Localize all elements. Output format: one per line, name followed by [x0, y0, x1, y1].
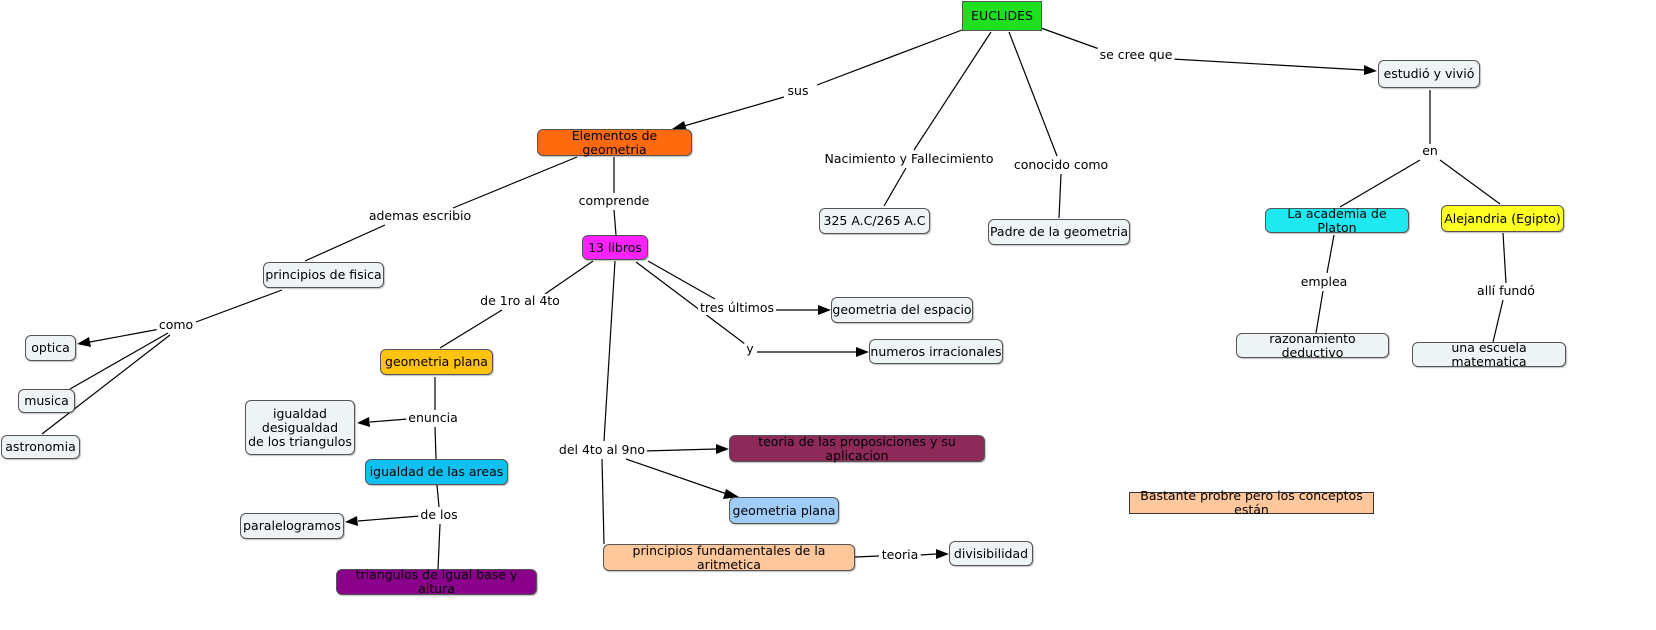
link-label-en: en [1420, 143, 1440, 158]
node-geometria-del-espacio[interactable]: geometria del espacio [831, 297, 973, 323]
link-line [1439, 159, 1501, 205]
arrowhead [345, 516, 358, 526]
link-label-se-cree-que: se cree que [1097, 47, 1175, 62]
link-line [357, 515, 421, 522]
link-label-conocido-como: conocido como [1011, 157, 1111, 172]
link-line [613, 209, 617, 236]
link-line [1326, 234, 1335, 274]
node-una-escuela-matematica[interactable]: una escuela matematica [1412, 340, 1566, 368]
node-la-academia-de-platon[interactable]: La academia de Platon [1265, 206, 1409, 234]
node-padre-de-la-geometria[interactable]: Padre de la geometria [988, 219, 1130, 245]
link-line [647, 260, 716, 300]
link-label-enuncia: enuncia [406, 410, 460, 425]
link-line [625, 458, 728, 495]
link-label-como: como [156, 317, 196, 332]
link-line [195, 289, 283, 323]
link-line [683, 96, 785, 127]
arrowhead [936, 549, 949, 559]
node-divisibilidad[interactable]: divisibilidad [949, 541, 1033, 566]
node-igualdad-de-las-areas[interactable]: igualdad de las areas [365, 459, 508, 485]
node-principios-aritmetica[interactable]: principios fundamentales de la aritmetic… [603, 543, 855, 571]
link-line [369, 418, 409, 423]
node-geometria-plana-1[interactable]: geometria plana [380, 349, 493, 375]
node-numeros-irracionales[interactable]: numeros irracionales [869, 339, 1003, 364]
link-line [635, 261, 746, 345]
link-label-y: y [744, 341, 756, 356]
link-line [1040, 27, 1103, 51]
node-13-libros[interactable]: 13 libros [582, 235, 648, 260]
link-line [919, 553, 937, 556]
arrowhead [357, 417, 370, 427]
link-line [643, 448, 717, 452]
link-line [69, 332, 169, 390]
link-label-ademas-escribio: ademas escribio [366, 208, 474, 223]
link-line [601, 458, 605, 545]
node-geometria-plana-2[interactable]: geometria plana [729, 497, 839, 524]
link-label-emplea: emplea [1298, 274, 1350, 289]
node-triangulos-igual-base[interactable]: triangulos de igual base y altura [336, 568, 537, 596]
arrowhead [77, 337, 91, 347]
link-label-de-1ro-al-4to: de 1ro al 4to [478, 293, 562, 308]
link-line [1008, 31, 1058, 157]
link-line [913, 31, 992, 151]
link-line [816, 29, 963, 86]
link-line [854, 555, 880, 558]
node-estudio-y-vivio[interactable]: estudió y vivió [1378, 60, 1480, 88]
arrowhead [672, 121, 687, 131]
link-label-de-los: de los [418, 507, 460, 522]
link-label-alli-fundo: allí fundó [1475, 283, 1537, 298]
link-line [89, 328, 161, 343]
node-fechas[interactable]: 325 A.C/265 A.C [819, 208, 930, 234]
link-line [436, 484, 440, 508]
node-optica[interactable]: optica [25, 335, 76, 361]
link-label-del-4to-al-9no: del 4to al 9no [556, 442, 648, 457]
node-elementos-de-geometria[interactable]: Elementos de geometria [537, 128, 692, 156]
link-label-comprende: comprende [576, 193, 652, 208]
link-line [1315, 290, 1324, 334]
node-razonamiento-deductivo[interactable]: razonamiento deductivo [1236, 331, 1389, 359]
arrowhead [818, 305, 831, 315]
node-paralelogramos[interactable]: paralelogramos [240, 513, 344, 539]
link-label-nacimiento: Nacimiento y Fallecimiento [822, 151, 996, 166]
link-line [1492, 299, 1504, 343]
link-line [1502, 232, 1507, 284]
link-line [603, 260, 616, 442]
node-astronomia[interactable]: astronomia [1, 435, 80, 459]
arrowhead [1364, 65, 1377, 75]
node-nota[interactable]: Bastante probre pero los conceptos están [1129, 489, 1374, 517]
link-label-sus: sus [785, 83, 811, 98]
link-line [452, 156, 578, 209]
node-igualdad-desigualdad[interactable]: igualdad desigualdad de los triangulos [245, 400, 355, 455]
link-line [434, 426, 437, 460]
node-teoria-proposiciones[interactable]: teoria de las proposiciones y su aplicac… [729, 434, 985, 462]
link-line [1171, 58, 1365, 71]
node-euclides[interactable]: EUCLIDES [962, 1, 1042, 31]
link-line [883, 167, 907, 207]
link-line [41, 334, 171, 435]
link-line [437, 523, 441, 570]
link-line [1339, 159, 1421, 208]
node-musica[interactable]: musica [18, 389, 75, 413]
link-line [544, 260, 594, 295]
link-label-teoria: teoria [879, 547, 921, 562]
link-line [304, 224, 386, 262]
arrowhead [716, 444, 729, 454]
node-principios-de-fisica[interactable]: principios de fisica [263, 262, 384, 288]
link-line [1058, 173, 1062, 219]
arrowhead [856, 347, 869, 357]
link-line [439, 309, 503, 349]
arrowhead [723, 489, 739, 499]
link-label-tres-ultimos: tres últimos [697, 300, 777, 315]
node-alejandria[interactable]: Alejandria (Egipto) [1441, 205, 1564, 232]
